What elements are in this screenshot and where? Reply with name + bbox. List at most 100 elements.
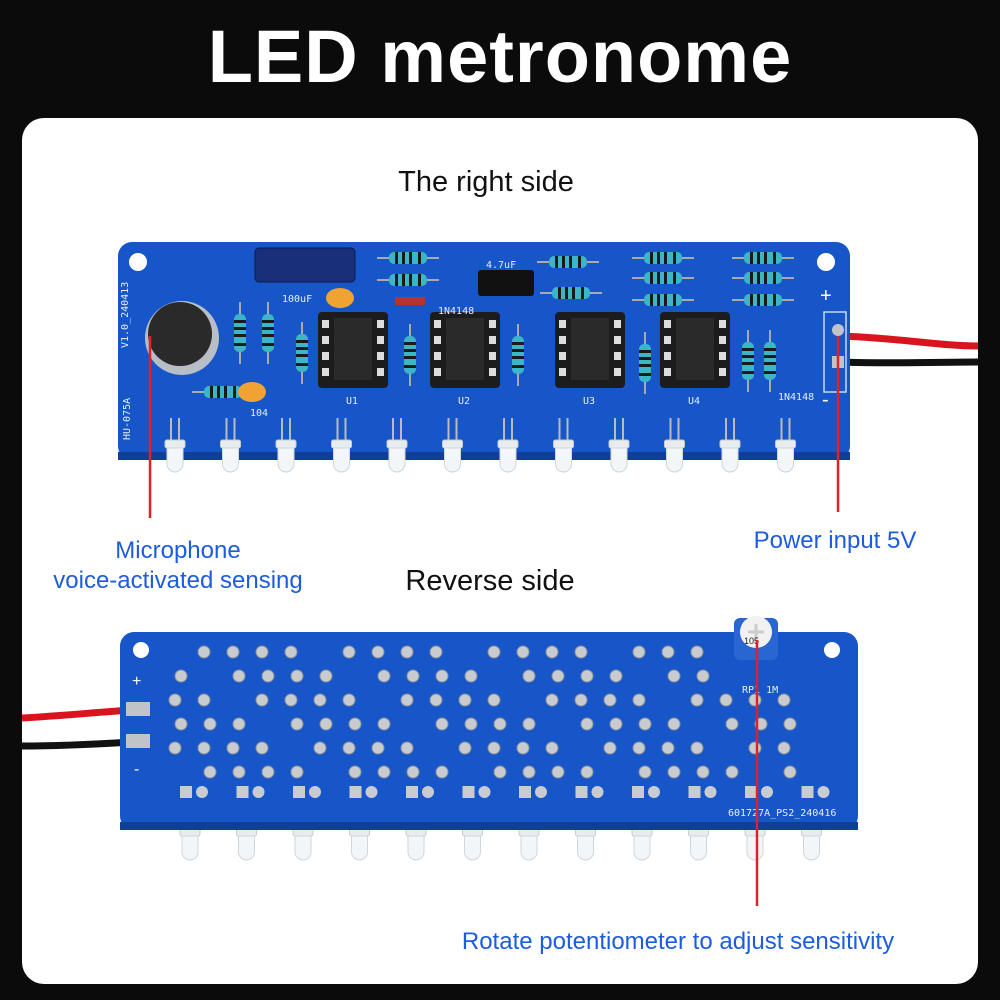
resistor: [732, 294, 794, 306]
solder-pad: [609, 669, 623, 683]
solder-pad: [519, 786, 531, 798]
solder-pad: [688, 786, 701, 798]
led: [608, 418, 630, 473]
solder-pad: [255, 645, 269, 659]
solder-pad: [342, 645, 356, 659]
led: [497, 418, 519, 473]
solder-pad: [632, 786, 644, 798]
electrolytic-capacitor: [254, 247, 356, 283]
solder-pad: [690, 693, 704, 707]
solder-pad: [783, 717, 797, 731]
resistor: [632, 294, 694, 306]
solder-pad: [632, 741, 646, 755]
solder-pad: [777, 693, 791, 707]
solder-pad: [319, 717, 333, 731]
resistor: [632, 272, 694, 284]
led: [553, 418, 574, 473]
solder-pad: [313, 741, 327, 755]
black-wire: [839, 358, 979, 367]
potentiometer-label: RP1 1M: [742, 685, 778, 696]
diode-label-2: 1N4148: [778, 392, 814, 403]
resistor: [732, 272, 794, 284]
solder-pad: [290, 669, 304, 683]
resistor: [639, 332, 651, 394]
solder-pad: [667, 765, 681, 779]
solder-pad: [458, 693, 472, 707]
resistor: [732, 252, 794, 264]
solder-pad: [377, 669, 391, 683]
solder-pad: [464, 717, 478, 731]
solder-pad: [429, 693, 443, 707]
solder-pad: [516, 645, 530, 659]
solder-pad: [690, 645, 704, 659]
resistor: [764, 330, 776, 392]
chip-label: U2: [458, 396, 470, 407]
solder-pad: [551, 765, 565, 779]
led: [220, 418, 241, 473]
solder-pad: [284, 693, 298, 707]
resistor: [404, 324, 416, 386]
red-wire: [839, 332, 979, 350]
solder-pad: [365, 786, 378, 798]
solder-pad: [422, 786, 434, 798]
solder-pad: [174, 717, 188, 731]
ceramic-cap-label: 104: [250, 408, 268, 419]
solder-pad: [226, 741, 240, 755]
ic-chip: U4: [660, 312, 730, 407]
solder-pad: [574, 645, 588, 659]
solder-pad: [591, 786, 604, 798]
ic-chip: U1: [318, 312, 388, 407]
solder-pad: [400, 645, 414, 659]
board-code: 601727A_PS2_240416: [728, 808, 836, 819]
solder-pad: [180, 786, 192, 798]
solder-pad: [197, 645, 211, 659]
ceramic-capacitor: [238, 382, 266, 402]
solder-pad: [348, 717, 362, 731]
solder-pad: [462, 786, 475, 798]
led: [386, 418, 408, 473]
solder-pad: [493, 717, 507, 731]
solder-pad: [574, 693, 588, 707]
solder-pad: [203, 717, 217, 731]
solder-pad: [603, 741, 617, 755]
solder-pad: [232, 669, 246, 683]
solder-pad: [196, 786, 208, 798]
solder-pad: [522, 717, 536, 731]
solder-pad: [168, 741, 182, 755]
solder-pad: [667, 669, 681, 683]
led: [331, 418, 352, 473]
solder-pad: [400, 741, 414, 755]
solder-pad: [487, 645, 501, 659]
ceramic-capacitor: [326, 288, 354, 308]
solder-pad: [232, 717, 246, 731]
c4-label: 4.7uF: [486, 260, 516, 271]
plus-sign: +: [820, 285, 832, 307]
pot-marking: 105: [744, 636, 759, 646]
solder-pad: [748, 741, 762, 755]
solder-pad: [801, 786, 814, 798]
solder-pad: [197, 693, 211, 707]
solder-pad: [632, 645, 646, 659]
solder-pad: [252, 786, 265, 798]
minus-sign: -: [822, 389, 829, 411]
chip-label: U3: [583, 396, 595, 407]
solder-pad: [725, 765, 739, 779]
led: [164, 418, 186, 473]
resistor: [192, 386, 254, 398]
minus-sign: -: [134, 761, 139, 778]
solder-pad: [478, 786, 491, 798]
solder-pad: [580, 669, 594, 683]
microphone-callout-title: Microphone: [115, 537, 241, 564]
resistor: [632, 252, 694, 264]
chip-label: U4: [688, 396, 700, 407]
solder-pad: [704, 786, 717, 798]
solder-pad: [690, 741, 704, 755]
led: [442, 418, 463, 473]
resistor: [512, 324, 524, 386]
solder-pad: [551, 669, 565, 683]
solder-pad: [777, 741, 791, 755]
solder-pad: [197, 741, 211, 755]
solder-pad: [522, 765, 536, 779]
